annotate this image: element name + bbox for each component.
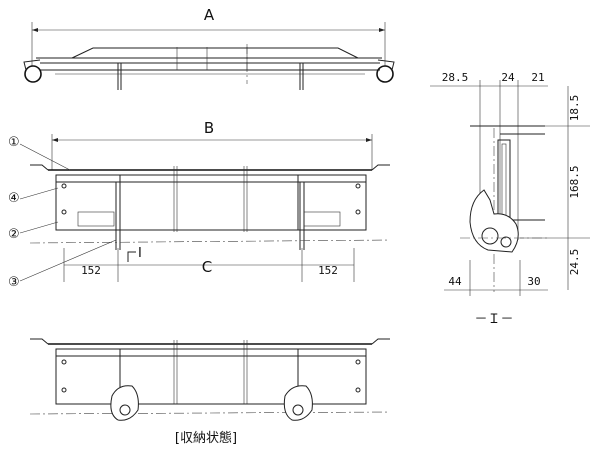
sec-dim-24: 24 <box>501 71 515 84</box>
dim-c-label: C <box>202 258 212 276</box>
callout-2: ② <box>8 227 20 242</box>
front-right-endplate <box>297 174 367 231</box>
front-view: B 152 C 152 <box>8 119 391 290</box>
sec-dim-24-5: 24.5 <box>568 249 581 276</box>
callout-1: ① <box>8 135 20 150</box>
front-left-endplate <box>55 174 121 231</box>
stored-left-hook-hole <box>119 404 131 416</box>
dim-152-left: 152 <box>81 264 101 277</box>
section-mark: I <box>138 246 142 261</box>
stored-right-flange <box>371 338 390 345</box>
dim-a-arrow-right <box>379 28 385 32</box>
callout-3: ③ <box>8 275 20 290</box>
section-arrow <box>127 251 136 262</box>
bolt-4 <box>355 209 361 215</box>
stored-bolt-3 <box>355 359 361 365</box>
stored-left-flange <box>30 338 49 345</box>
right-flange <box>371 164 390 171</box>
dim-b-arrow-left <box>52 138 58 142</box>
stored-right-hook-hole <box>292 404 304 416</box>
callout-1-leader <box>19 143 71 171</box>
callout-2-leader <box>19 221 59 234</box>
sec-hook-hole-2 <box>500 236 512 248</box>
dim-a-arrow-left <box>32 28 38 32</box>
stored-left-hook <box>110 385 139 421</box>
top-right-hook <box>377 59 395 71</box>
dim-b-arrow-right <box>366 138 372 142</box>
stored-right-hook <box>283 385 313 421</box>
section-title: －Ｉ－ <box>474 312 513 327</box>
front-left-slot <box>77 211 115 227</box>
dim-a-label: A <box>204 6 215 24</box>
stored-bolt-4 <box>355 387 361 393</box>
stored-bolt-1 <box>61 359 67 365</box>
left-flange <box>30 164 49 171</box>
sec-dim-18-5: 18.5 <box>568 95 581 122</box>
bolt-3 <box>355 183 361 189</box>
sec-dim-30: 30 <box>527 275 540 288</box>
stored-floor-line <box>29 411 391 415</box>
sec-dim-44: 44 <box>448 275 462 288</box>
stored-right-endplate <box>297 348 367 405</box>
dim-b-label: B <box>204 119 214 137</box>
stored-view: [収納状態] <box>29 338 391 446</box>
sec-web-inner <box>501 143 507 217</box>
section-view: 28.5 24 21 18.5 168.5 24.5 44 30 －Ｉ－ <box>430 71 590 327</box>
bolt-2 <box>61 209 67 215</box>
sec-dim-28-5: 28.5 <box>442 71 469 84</box>
sec-hook-hole <box>481 227 499 245</box>
bolt-1 <box>61 183 67 189</box>
top-left-wheel <box>24 65 42 83</box>
top-left-hook <box>23 59 41 71</box>
top-right-wheel <box>376 65 394 83</box>
sec-dim-21: 21 <box>531 71 544 84</box>
dim-152-right: 152 <box>318 264 338 277</box>
top-view: A <box>23 6 395 90</box>
callout-4: ④ <box>8 191 20 206</box>
sec-dim-168-5: 168.5 <box>568 165 581 198</box>
stored-bolt-2 <box>61 387 67 393</box>
stored-caption: [収納状態] <box>175 430 237 446</box>
callout-4-leader <box>19 187 59 200</box>
stored-left-endplate <box>55 348 121 405</box>
callout-3-leader <box>19 239 117 282</box>
top-beam-cap <box>71 47 359 59</box>
front-floor-line <box>29 239 391 244</box>
front-right-slot <box>303 211 341 227</box>
